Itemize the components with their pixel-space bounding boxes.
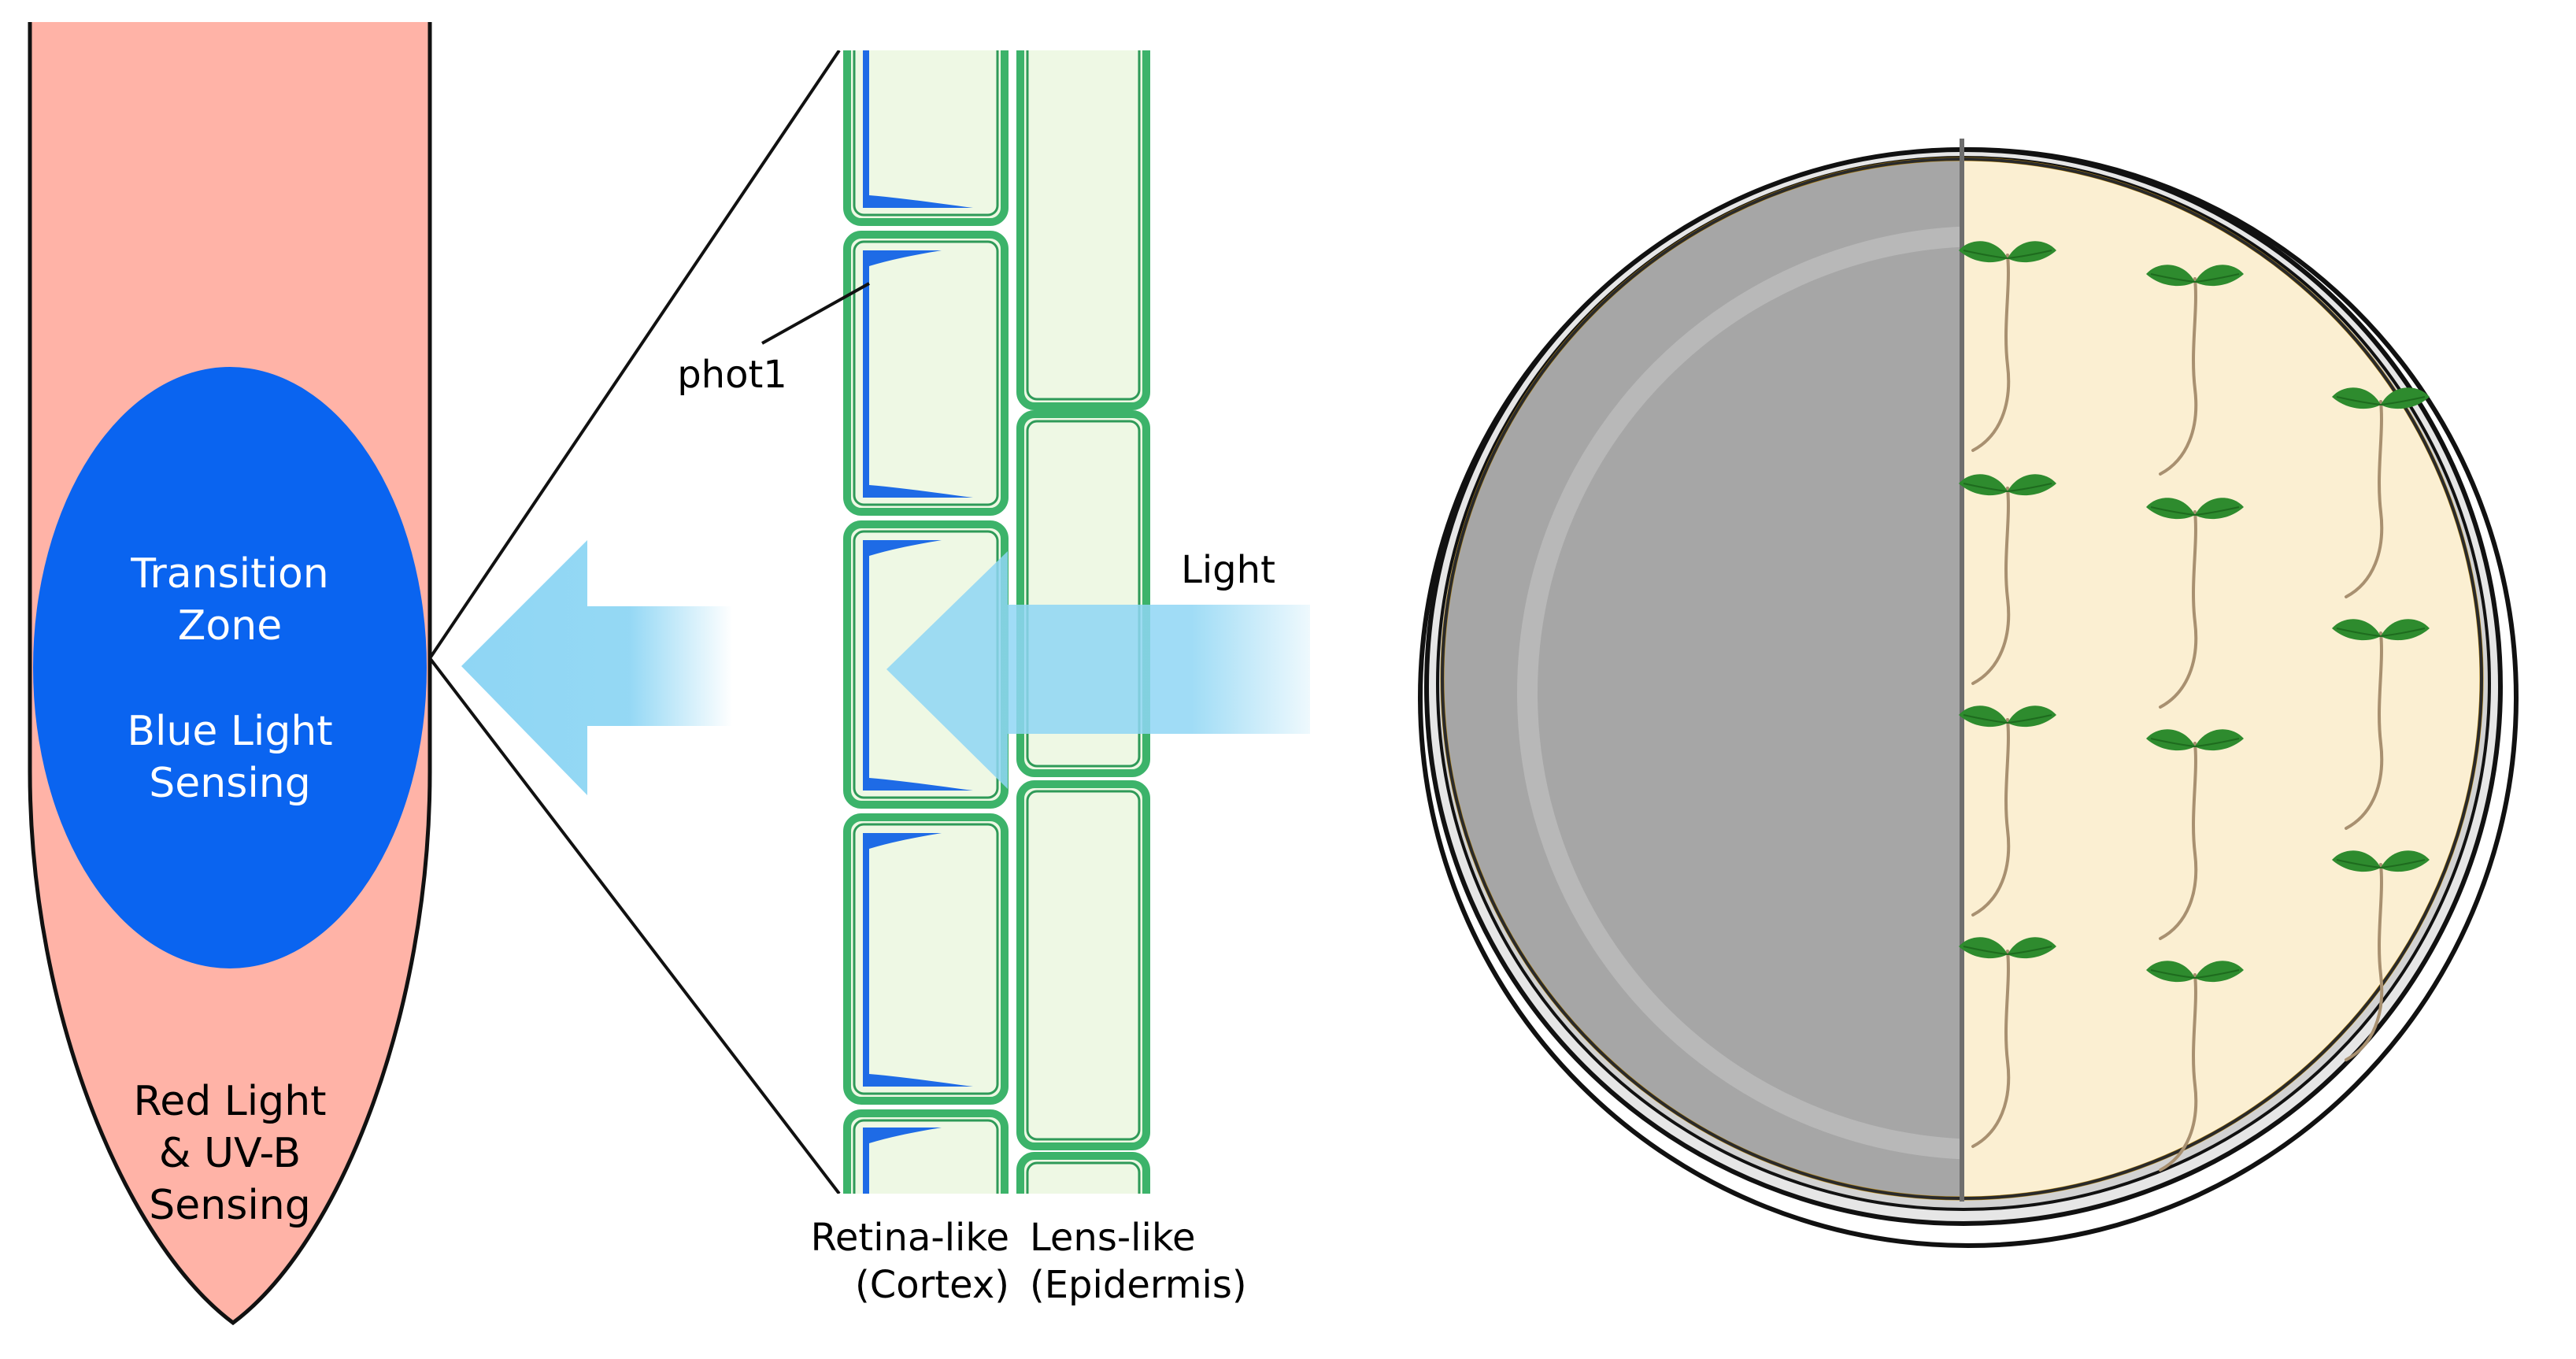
blue-light-sensing-label: Sensing [149, 760, 310, 807]
dark-half [1442, 159, 1962, 1198]
cortex-cell-inner [853, 240, 999, 506]
transition-zone-label: Zone [178, 602, 282, 650]
zoom-line-top [428, 49, 841, 660]
epidermis-label: Lens-like [1030, 1216, 1195, 1260]
cortex-cell [843, 231, 1009, 516]
agar-half [1962, 159, 2482, 1198]
cortex-cell [843, 20, 1009, 226]
red-uvb-sensing-label: Sensing [149, 1182, 310, 1229]
cortex-cell-inner [853, 823, 999, 1095]
red-uvb-sensing-label: Red Light [133, 1078, 326, 1125]
light-direction-arrow [461, 540, 732, 795]
transition-zone [33, 367, 427, 968]
root-tip: Transition Zone Blue Light Sensing Red L… [28, 22, 432, 1326]
phot1-marker [863, 1128, 942, 1194]
epidermis-cell [1016, 780, 1150, 1150]
blue-light-sensing-label: Blue Light [127, 708, 332, 755]
epidermis-cell-inner [1026, 790, 1141, 1141]
root-outline [28, 22, 432, 1326]
cell-layers [835, 0, 1310, 1241]
transition-zone-label: Transition [130, 550, 328, 598]
zoom-line-bottom [428, 657, 841, 1195]
petri-dish-icon [1418, 139, 2519, 1248]
cortex-label: Retina-like [811, 1216, 1009, 1260]
cortex-cell [843, 813, 1009, 1105]
phot1-leader-line [761, 282, 870, 345]
crop-mask-top [835, 0, 1165, 50]
cortex-label: (Cortex) [855, 1263, 1009, 1307]
epidermis-label: (Epidermis) [1030, 1263, 1247, 1307]
phot1-label: phot1 [677, 353, 787, 397]
phot1-localization [863, 50, 973, 1194]
incoming-light-arrow [886, 551, 1310, 789]
epidermis-cell-inner [1026, 420, 1141, 768]
crop-mask-bottom [835, 1194, 1165, 1241]
epidermis-cell [1016, 20, 1150, 410]
light-label: Light [1181, 548, 1275, 592]
red-uvb-sensing-label: & UV-B [159, 1130, 301, 1177]
